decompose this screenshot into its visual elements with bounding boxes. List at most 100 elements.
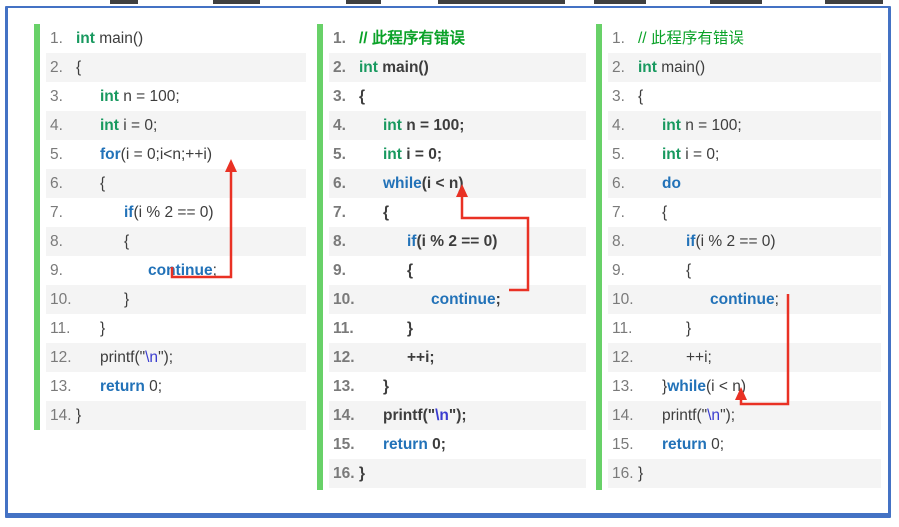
code-token: }: [662, 378, 668, 395]
line-number: 3.: [50, 88, 63, 105]
line-number: 9.: [50, 262, 63, 279]
code-text: {: [359, 256, 413, 285]
code-token: return: [100, 378, 145, 395]
code-text: printf("\n");: [359, 401, 467, 430]
code-line: 7. {: [608, 198, 881, 227]
code-text: {: [76, 227, 129, 256]
code-token: \n: [145, 349, 159, 366]
code-line: 5.for(i = 0;i<n;++i): [46, 140, 306, 169]
code-line: 2.{: [46, 53, 306, 82]
code-line: 5.int i = 0;: [329, 140, 586, 169]
code-text: int main(): [76, 24, 143, 53]
code-token: 0;: [706, 436, 725, 453]
code-text: // 此程序有错误: [638, 24, 744, 53]
code-token: continue: [710, 291, 775, 308]
code-token: \n: [707, 407, 721, 424]
code-line: 3. int n = 100;: [46, 82, 306, 111]
code-line: 12.printf("\n");: [46, 343, 306, 372]
code-token: }: [686, 320, 692, 337]
line-number: 4.: [50, 117, 63, 134]
code-text: continue;: [638, 285, 779, 314]
code-token: main(): [656, 59, 706, 76]
clipped-text-fragment: [594, 0, 646, 4]
code-text: {: [359, 198, 389, 227]
line-number: 13.: [333, 378, 355, 395]
code-line: 6. {: [46, 169, 306, 198]
clipped-text-fragment: [710, 0, 762, 4]
code-token: if: [686, 233, 696, 250]
code-text: int n = 100;: [359, 111, 464, 140]
code-token: {: [662, 204, 668, 221]
code-token: int: [76, 30, 95, 47]
code-token: {: [76, 59, 82, 76]
code-token: ++i;: [407, 349, 435, 366]
code-token: (i < n): [705, 378, 747, 395]
code-line: 8.if(i % 2 == 0): [329, 227, 586, 256]
code-token: {: [638, 88, 644, 105]
code-token: while: [383, 175, 422, 192]
code-line: 6. do: [608, 169, 881, 198]
code-line: 4. int i = 0;: [46, 111, 306, 140]
panel-accent-bar: [317, 24, 323, 490]
code-token: ++i;: [686, 349, 712, 366]
panel-accent-bar: [34, 24, 40, 430]
line-number: 2.: [612, 59, 625, 76]
code-token: (i % 2 == 0): [416, 233, 498, 250]
code-text: {: [76, 169, 105, 198]
code-line: 11.}: [608, 314, 881, 343]
code-token: ");: [158, 349, 174, 366]
line-number: 3.: [612, 88, 625, 105]
line-number: 6.: [50, 175, 63, 192]
line-number: 16.: [333, 465, 355, 482]
clipped-text-fragment: [825, 0, 883, 4]
code-token: int: [638, 59, 657, 76]
code-token: }: [383, 378, 390, 395]
code-line: 4.int n = 100;: [329, 111, 586, 140]
code-text: int i = 0;: [359, 140, 442, 169]
code-token: i = 0;: [118, 117, 158, 134]
code-token: }: [638, 465, 644, 482]
code-token: int: [383, 117, 402, 134]
code-line: 7.{: [329, 198, 586, 227]
code-token: printf(": [383, 407, 436, 424]
code-text: int main(): [638, 53, 705, 82]
code-line: 9.{: [329, 256, 586, 285]
code-line: 15.return 0;: [608, 430, 881, 459]
line-number: 13.: [612, 378, 634, 395]
code-line: 10.continue;: [329, 285, 586, 314]
code-text: int n = 100;: [76, 82, 180, 111]
slide-border-frame: [5, 6, 891, 518]
code-text: int i = 0;: [76, 111, 157, 140]
code-token: {: [407, 262, 414, 279]
code-line: 3.{: [329, 82, 586, 111]
code-token: }: [124, 291, 130, 308]
code-text: int n = 100;: [638, 111, 742, 140]
code-text: }: [76, 401, 81, 430]
line-number: 5.: [50, 146, 63, 163]
code-text: }: [638, 314, 691, 343]
code-token: printf(": [662, 407, 708, 424]
line-number: 1.: [333, 30, 346, 47]
code-line: 15.return 0;: [329, 430, 586, 459]
code-token: do: [662, 175, 681, 192]
line-number: 7.: [612, 204, 625, 221]
code-text: }: [76, 314, 105, 343]
code-token: int: [100, 117, 119, 134]
code-line: 14.printf("\n");: [329, 401, 586, 430]
code-text: continue;: [359, 285, 501, 314]
line-number: 11.: [612, 320, 633, 337]
code-line: 2. int main(): [608, 53, 881, 82]
line-number: 6.: [612, 175, 625, 192]
code-token: for: [100, 146, 121, 163]
code-text: {: [638, 198, 667, 227]
clipped-text-fragment: [438, 0, 565, 4]
panel-accent-bar: [596, 24, 602, 490]
code-token: int: [662, 146, 681, 163]
code-text: // 此程序有错误: [359, 24, 465, 53]
code-text: }: [359, 314, 413, 343]
code-token: (i % 2 == 0): [133, 204, 214, 221]
code-text: printf("\n");: [76, 343, 173, 372]
